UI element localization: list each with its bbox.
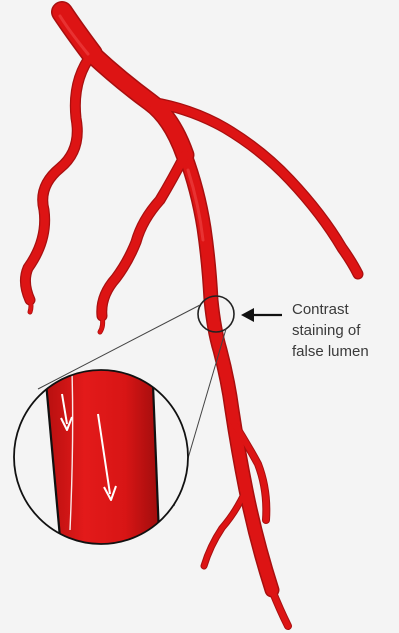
annotation-line-1: Contrast bbox=[292, 299, 396, 320]
magnified-vessel-segment bbox=[44, 360, 160, 560]
left-arrow-icon bbox=[241, 308, 282, 322]
annotation-label: Contrast staining of false lumen bbox=[292, 299, 396, 362]
annotation-line-2: staining of bbox=[292, 320, 396, 341]
magnified-lens bbox=[14, 360, 188, 560]
annotation-line-3: false lumen bbox=[292, 341, 396, 362]
